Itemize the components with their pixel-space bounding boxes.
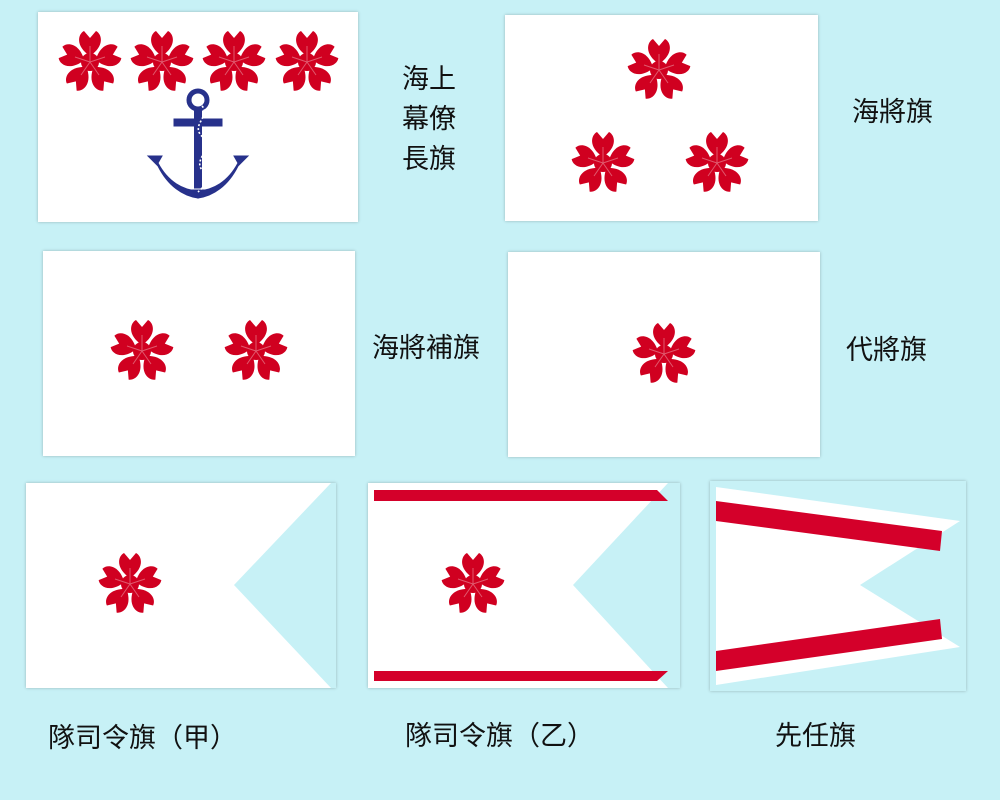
flag-senior — [710, 481, 966, 691]
flag-commander-a — [26, 483, 336, 688]
flag-admiral-graphic — [569, 38, 751, 195]
flag-senior-graphic — [710, 481, 966, 691]
label-senior: 先任旗 — [775, 721, 856, 752]
top-stripe — [374, 490, 668, 501]
flag-chief-of-staff — [38, 12, 358, 222]
label-line: 長旗 — [402, 144, 456, 175]
anchor-icon — [148, 91, 248, 198]
label-admiral: 海將旗 — [852, 97, 933, 128]
label-vice-admiral: 海將補旗 — [372, 333, 480, 364]
flag-commander-b — [368, 483, 680, 688]
flag-vice-admiral-graphic — [108, 319, 290, 383]
label-chief-of-staff: 海上 幕僚 長旗 — [394, 60, 464, 180]
cherry-blossom-icon — [200, 30, 268, 94]
label-acting-admiral: 代將旗 — [846, 335, 927, 366]
flag-commander-b-graphic — [374, 483, 680, 688]
lower-stripe — [716, 619, 942, 671]
swallowtail-cutout — [573, 483, 680, 688]
cherry-blossom-icon — [96, 552, 164, 616]
label-commander-b: 隊司令旗（乙） — [405, 721, 594, 752]
flag-acting-admiral — [508, 252, 820, 457]
upper-stripe — [716, 501, 942, 551]
swallowtail-cutout — [234, 483, 336, 688]
cherry-blossom-icon — [569, 131, 637, 195]
label-commander-a: 隊司令旗（甲） — [48, 723, 237, 754]
cherry-blossom-icon — [56, 30, 124, 94]
flag-vice-admiral — [43, 251, 355, 456]
cherry-blossom-icon — [108, 319, 176, 383]
cherry-blossom-icon — [630, 322, 698, 386]
cherry-blossom-icon — [439, 552, 507, 616]
cherry-blossom-icon — [273, 30, 341, 94]
flag-chief-of-staff-graphic — [56, 30, 341, 222]
cherry-blossom-icon — [683, 131, 751, 195]
cherry-blossom-icon — [128, 30, 196, 94]
cherry-blossom-icon — [222, 319, 290, 383]
cherry-blossom-icon — [625, 38, 693, 102]
label-line: 幕僚 — [402, 104, 456, 135]
label-line: 海上 — [402, 64, 456, 95]
bottom-stripe — [374, 671, 668, 681]
flag-commander-a-graphic — [96, 483, 336, 688]
flag-admiral — [505, 15, 818, 221]
flag-acting-admiral-graphic — [630, 322, 698, 386]
